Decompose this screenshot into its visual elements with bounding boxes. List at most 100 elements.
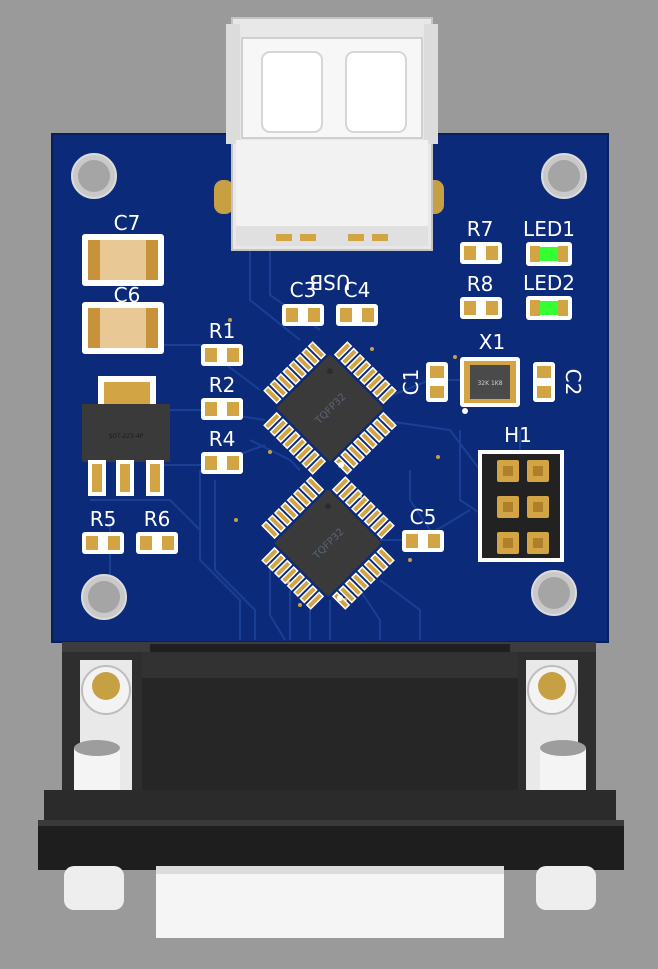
chip-pin xyxy=(276,510,291,525)
refdes-c7: C7 xyxy=(114,211,141,235)
refdes-c6: C6 xyxy=(114,283,141,307)
resistor-r1 xyxy=(201,344,243,366)
chip-pin xyxy=(303,349,318,364)
chip-pin xyxy=(353,497,368,512)
capacitor-c2 xyxy=(533,362,555,402)
resistor-r2 xyxy=(201,398,243,420)
tqfp32-chip-lower xyxy=(261,476,395,610)
chip-pin xyxy=(334,478,349,493)
chip-dimple xyxy=(327,368,333,375)
chip-pin xyxy=(303,452,318,467)
crystal-x1 xyxy=(460,357,520,414)
chip-pin xyxy=(269,555,284,570)
refdes-r8: R8 xyxy=(467,272,494,296)
dsub-connector-icon xyxy=(38,642,624,938)
chip-pin xyxy=(355,439,370,454)
chip-pin xyxy=(278,426,293,441)
chip-pin xyxy=(361,433,376,448)
refdes-c5: C5 xyxy=(410,505,437,529)
chip-pin xyxy=(372,555,387,570)
chip-pin xyxy=(348,356,363,371)
refdes-x1: X1 xyxy=(479,330,505,354)
refdes-c4: C4 xyxy=(344,278,371,302)
chip-pin xyxy=(263,549,278,564)
refdes-led2: LED2 xyxy=(523,271,575,295)
chip-pin xyxy=(288,574,303,589)
chip-pin xyxy=(365,561,380,576)
chip-dimple xyxy=(325,503,331,510)
chip-pin xyxy=(290,439,305,454)
chip-pin xyxy=(378,549,393,564)
resistor-r8 xyxy=(460,297,502,319)
capacitor-c5 xyxy=(402,530,444,552)
capacitor-c3 xyxy=(282,304,324,326)
refdes-r4: R4 xyxy=(209,427,236,451)
chip-pin xyxy=(297,445,312,460)
refdes-c3: C3 xyxy=(290,278,317,302)
chip-pin xyxy=(295,580,310,595)
chip-pin xyxy=(307,478,322,493)
resistor-r4 xyxy=(201,452,243,474)
header-h1 xyxy=(478,450,564,562)
usb-label: USB xyxy=(309,270,350,294)
refdes-r2: R2 xyxy=(209,373,236,397)
regulator-marking: SOT-223-4P xyxy=(109,433,144,440)
chip-pin xyxy=(265,414,280,429)
chip-pin xyxy=(346,491,361,506)
resistor-r7 xyxy=(460,242,502,264)
led2 xyxy=(526,296,572,320)
chip-pin xyxy=(307,593,322,608)
chip-pin xyxy=(374,420,389,435)
chip-pin xyxy=(340,484,355,499)
chip-pin xyxy=(265,387,280,402)
chip-pin xyxy=(372,516,387,531)
crystal-marking: 32K 1K8 xyxy=(477,380,502,387)
chip-pin xyxy=(263,522,278,537)
resistor-r6 xyxy=(136,532,178,554)
chip-pin xyxy=(378,522,393,537)
resistor-r5 xyxy=(82,532,124,554)
chip-pin xyxy=(348,445,363,460)
chip-pin xyxy=(297,356,312,371)
chip-pin xyxy=(309,343,324,358)
chip-pin xyxy=(353,574,368,589)
chip-pin xyxy=(278,375,293,390)
chip-body xyxy=(277,355,383,461)
chip-pin xyxy=(271,381,286,396)
chip-pin xyxy=(342,349,357,364)
tqfp32-chip-upper xyxy=(263,341,397,475)
refdes-c2: C2 xyxy=(561,369,585,396)
chip-pin xyxy=(355,362,370,377)
voltage-regulator xyxy=(82,376,170,496)
chip-pin xyxy=(380,414,395,429)
chip-pin xyxy=(367,375,382,390)
chip-pin xyxy=(340,587,355,602)
usb-connector-icon xyxy=(214,17,444,251)
chip-pin xyxy=(282,503,297,518)
pin1-marker-lower xyxy=(337,595,343,601)
chip-pin xyxy=(288,497,303,512)
chip-pin xyxy=(271,420,286,435)
chip-pin xyxy=(269,516,284,531)
refdes-r6: R6 xyxy=(144,507,171,531)
chip-pin xyxy=(380,387,395,402)
chip-pin xyxy=(367,426,382,441)
chip-pin xyxy=(301,484,316,499)
chip-pin xyxy=(374,381,389,396)
chip-pin xyxy=(276,561,291,576)
chip-pin xyxy=(309,458,324,473)
capacitor-c4 xyxy=(336,304,378,326)
chip-pin xyxy=(295,491,310,506)
chip-pin xyxy=(336,343,351,358)
chip-pin xyxy=(301,587,316,602)
mounting-hole-icon xyxy=(71,153,587,620)
pin1-marker-upper xyxy=(338,462,344,468)
capacitor-c6 xyxy=(82,302,164,354)
refdes-r7: R7 xyxy=(467,217,494,241)
chip-pin xyxy=(359,503,374,518)
chip-body xyxy=(275,490,381,596)
refdes-r1: R1 xyxy=(209,319,236,343)
chip-pin xyxy=(290,362,305,377)
